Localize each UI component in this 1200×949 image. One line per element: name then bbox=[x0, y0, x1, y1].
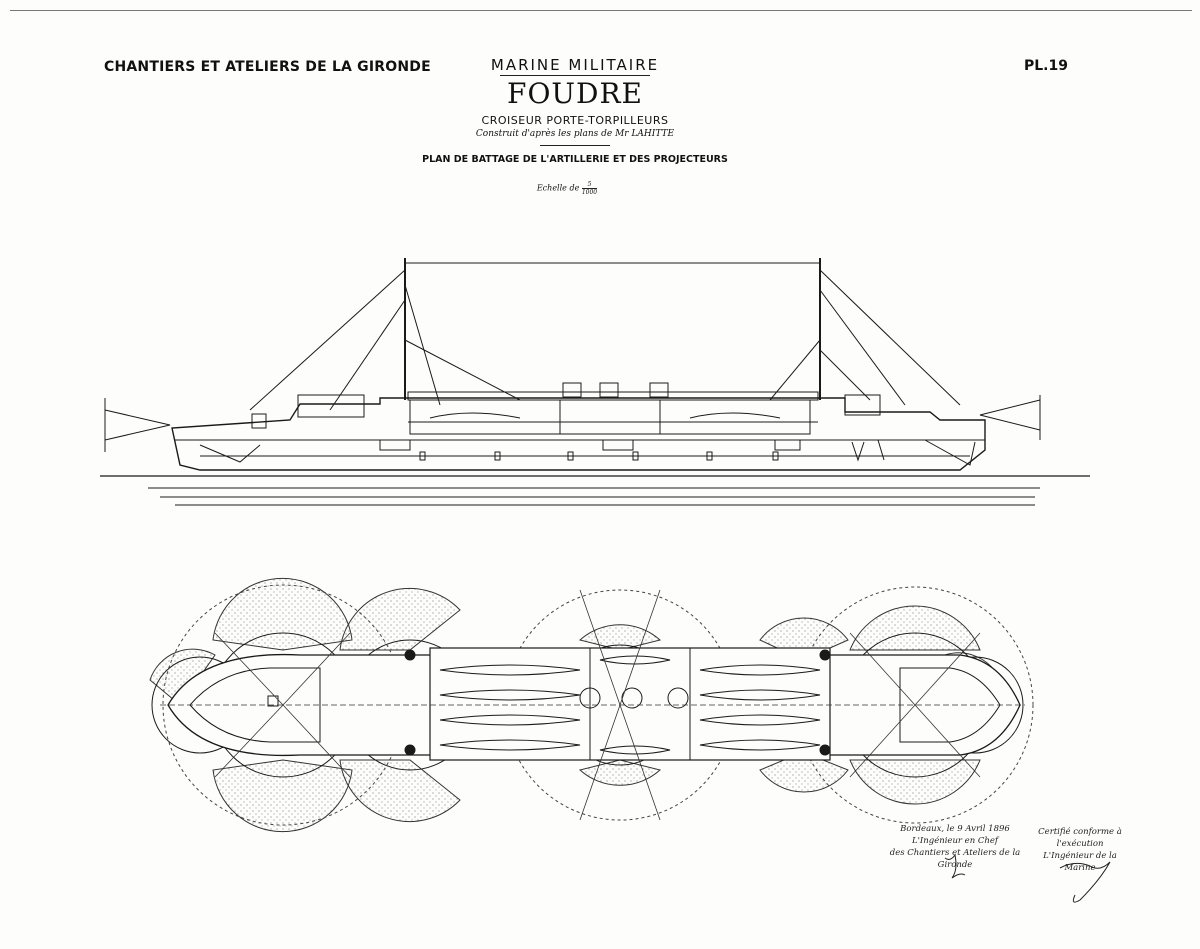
signature-left-org: des Chantiers et Ateliers de la Gironde bbox=[889, 848, 1021, 870]
signature-right-certification: Certifié conforme à l'exécution bbox=[1038, 827, 1122, 849]
signature-block-left: Bordeaux, le 9 Avril 1896 L'Ingénieur en… bbox=[880, 823, 1030, 871]
scale-label: Echelle de bbox=[536, 183, 580, 193]
subtitle-rule bbox=[540, 145, 610, 146]
scale-note: Echelle de 5 1000 bbox=[384, 181, 750, 196]
scale-numerator: 5 bbox=[581, 181, 598, 189]
plate-number: PL.19 bbox=[1024, 58, 1068, 74]
title-block: MARINE MILITAIRE FOUDRE CROISEUR PORTE-T… bbox=[400, 56, 750, 196]
signature-left-place-date: Bordeaux, le 9 Avril 1896 bbox=[900, 824, 1010, 834]
scale-denominator: 1000 bbox=[581, 189, 598, 196]
signature-scribble-left bbox=[944, 853, 966, 879]
signature-block-right: Certifié conforme à l'exécution L'Ingéni… bbox=[1030, 826, 1130, 874]
plan-title: PLAN DE BATTAGE DE L'ARTILLERIE ET DES P… bbox=[422, 154, 728, 165]
top-border-line bbox=[10, 10, 1192, 11]
arc-sector-fore-upper bbox=[212, 577, 353, 651]
shipyard-name: CHANTIERS ET ATELIERS DE LA GIRONDE bbox=[104, 59, 431, 75]
navy-heading: MARINE MILITAIRE bbox=[490, 56, 660, 74]
built-after-line: Construit d'après les plans de Mr LAHITT… bbox=[475, 129, 675, 139]
arc-sector-fore-lower bbox=[212, 759, 353, 833]
signature-scribble-right bbox=[1059, 861, 1111, 903]
signature-left-title: L'Ingénieur en Chef bbox=[911, 836, 999, 846]
ship-type: CROISEUR PORTE-TORPILLEURS bbox=[481, 114, 669, 127]
title-rule bbox=[500, 75, 650, 76]
ship-name: FOUDRE bbox=[507, 77, 643, 110]
signature-right-title: L'Ingénieur de la Marine bbox=[1043, 851, 1117, 873]
